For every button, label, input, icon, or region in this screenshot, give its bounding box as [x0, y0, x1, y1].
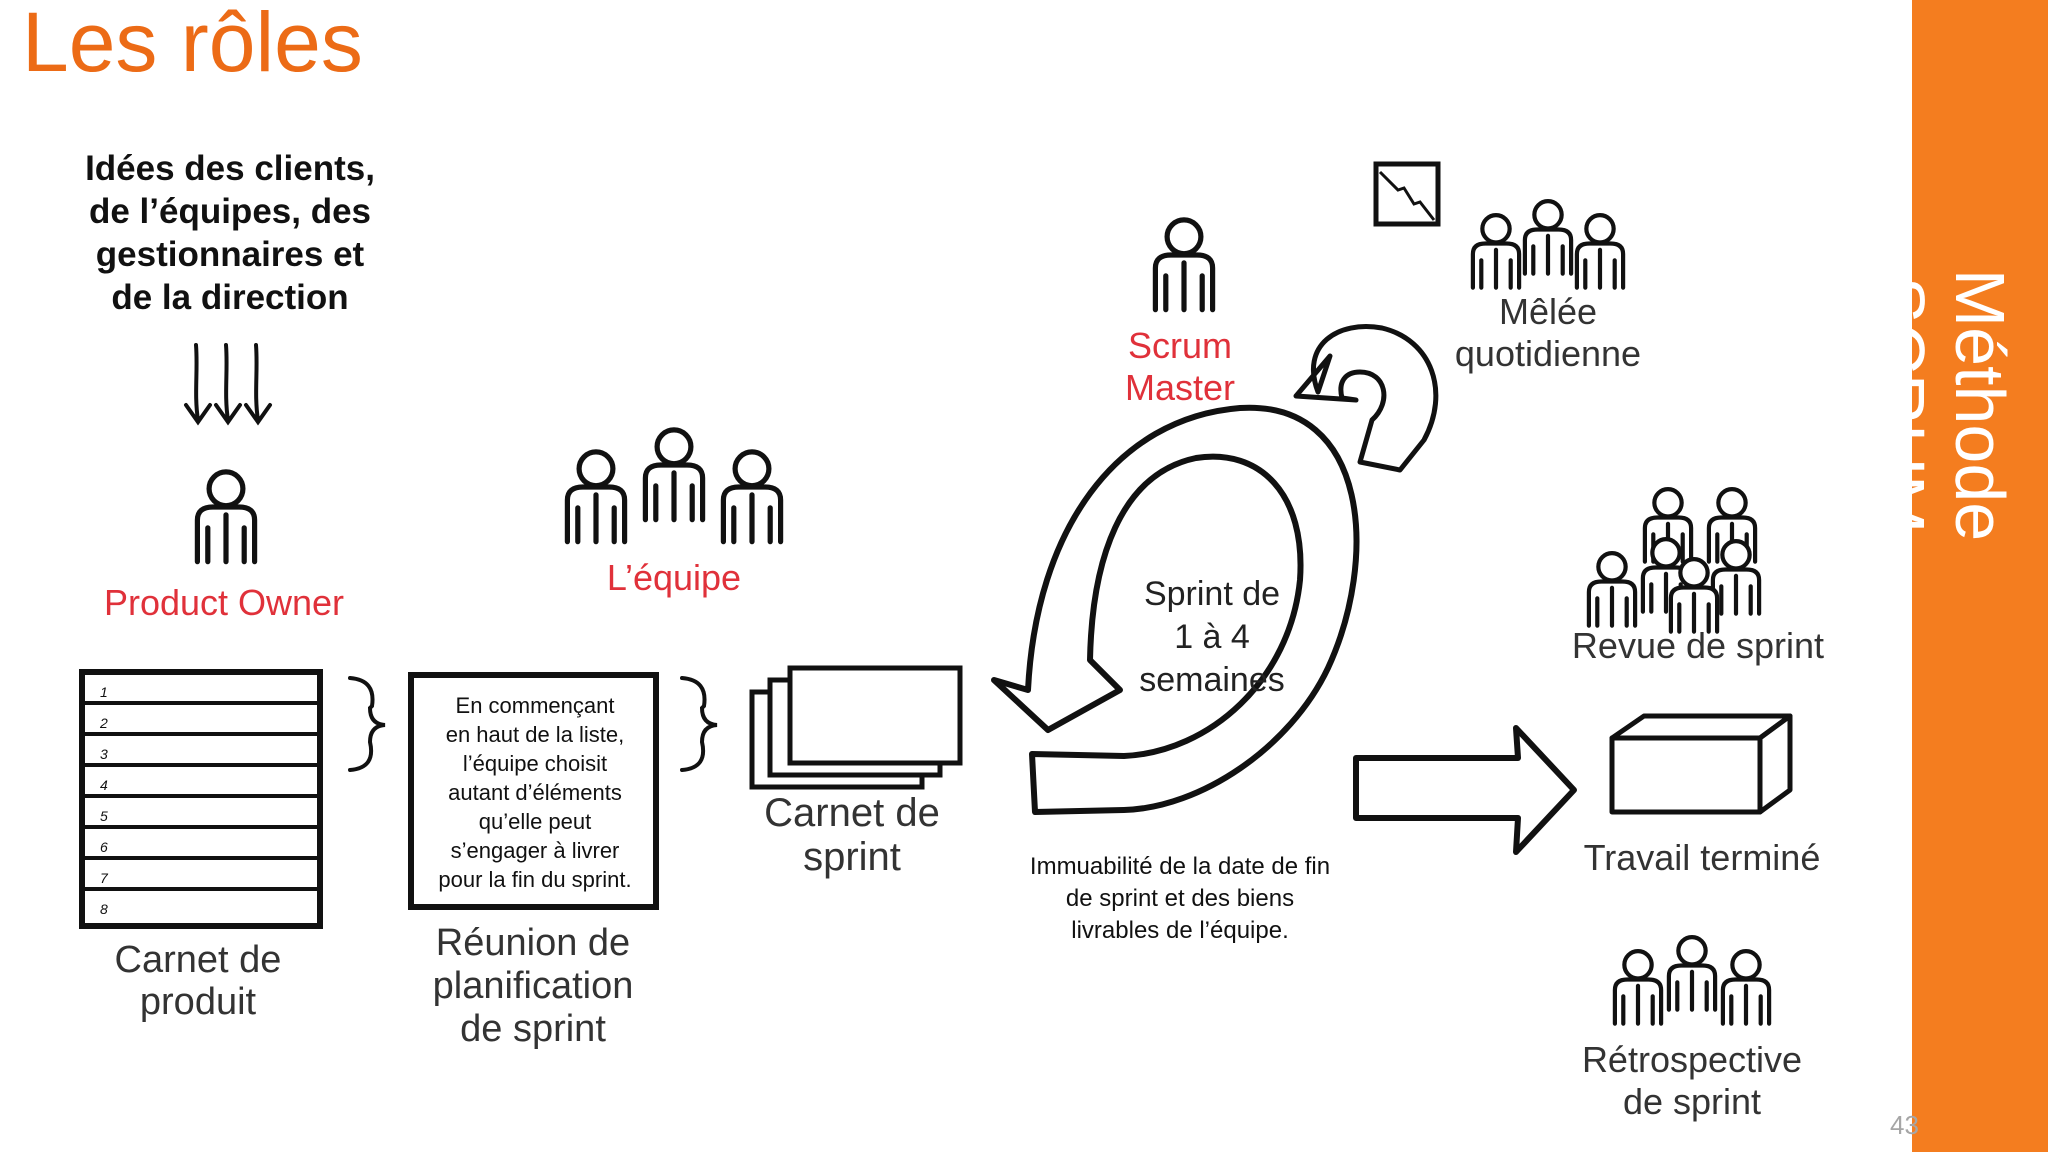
planning-note: En commençant en haut de la liste, l’équ…	[438, 693, 631, 892]
sprint-cycle-label: Sprint de 1 à 4 semaines	[1139, 575, 1285, 699]
planning-label: Réunion de planification de sprint	[433, 922, 634, 1050]
product-backlog-list: 1 2 3 4 5 6 7 8	[79, 669, 323, 929]
svg-text:Mêlée: Mêlée	[1499, 291, 1597, 332]
cycle-arrow-icon	[991, 404, 1360, 815]
row-number: 4	[100, 777, 108, 793]
sprint-review-team-icon	[1589, 489, 1759, 631]
planning-note-box	[408, 672, 659, 910]
ideas-line: Idées des clients,	[85, 149, 375, 188]
retro-team-icon	[1615, 937, 1769, 1023]
row-number: 6	[100, 839, 108, 855]
down-arrows-icon	[184, 343, 272, 426]
side-bar	[1912, 0, 2048, 1152]
svg-text:Immuabilité de la date de fin: Immuabilité de la date de fin	[1030, 853, 1330, 880]
ideas-line: de l’équipes, des	[89, 192, 371, 231]
svg-text:livrables de l’équipe.: livrables de l’équipe.	[1071, 917, 1288, 944]
retro-label: Rétrospective de sprint	[1582, 1039, 1802, 1122]
row-number: 2	[99, 715, 108, 731]
svg-text:quotidienne: quotidienne	[1455, 333, 1641, 374]
output-arrow-icon	[1353, 725, 1577, 855]
page-number: 43	[1890, 1110, 1919, 1140]
team-icon	[567, 430, 780, 542]
svg-text:produit: produit	[140, 981, 257, 1023]
product-backlog-label: Carnet de produit	[115, 939, 282, 1023]
row-number: 7	[100, 870, 109, 886]
svg-text:Scrum: Scrum	[1128, 325, 1232, 366]
svg-text:de sprint: de sprint	[460, 1008, 606, 1050]
svg-text:Carnet de: Carnet de	[764, 791, 940, 835]
svg-text:s’engager à livrer: s’engager à livrer	[451, 838, 620, 863]
svg-text:Master: Master	[1125, 367, 1235, 408]
ideas-line: de la direction	[111, 278, 348, 317]
scrum-master-icon	[1155, 220, 1212, 310]
row-number: 8	[100, 901, 108, 917]
ideas-text: Idées des clients, de l’équipes, des ges…	[85, 149, 375, 317]
svg-text:l’équipe choisit: l’équipe choisit	[463, 751, 607, 776]
done-box-icon	[1609, 713, 1793, 815]
daily-loop-icon	[1293, 324, 1439, 473]
sprint-review-label: Revue de sprint	[1572, 625, 1824, 666]
svg-text:Rétrospective: Rétrospective	[1582, 1039, 1802, 1080]
svg-text:Réunion de: Réunion de	[436, 922, 630, 964]
svg-text:pour la fin du sprint.: pour la fin du sprint.	[438, 867, 631, 892]
svg-text:Carnet de: Carnet de	[115, 939, 282, 981]
daily-scrum-label: Mêlée quotidienne	[1455, 291, 1641, 374]
burndown-chart-icon	[1373, 161, 1441, 227]
product-owner-icon	[197, 472, 254, 562]
svg-text:autant d’éléments: autant d’éléments	[448, 780, 622, 805]
immutability-text: Immuabilité de la date de fin de sprint …	[1030, 853, 1330, 944]
scrum-diagram: Idées des clients, de l’équipes, des ges…	[79, 149, 1824, 1122]
brace-icon	[348, 676, 718, 772]
product-owner-label: Product Owner	[104, 582, 344, 623]
row-number: 3	[100, 746, 108, 762]
svg-text:de sprint: de sprint	[1623, 1081, 1761, 1122]
row-number: 5	[100, 808, 108, 824]
done-label: Travail terminé	[1584, 837, 1821, 878]
daily-scrum-team-icon	[1473, 201, 1623, 287]
ideas-line: gestionnaires et	[96, 235, 365, 274]
row-number: 1	[100, 684, 108, 700]
svg-text:qu’elle peut: qu’elle peut	[479, 809, 592, 834]
sprint-backlog-label: Carnet de sprint	[764, 791, 940, 879]
svg-text:sprint: sprint	[803, 835, 901, 879]
svg-text:En commençant: En commençant	[456, 693, 615, 718]
sprint-backlog-stack	[749, 665, 963, 790]
svg-text:planification: planification	[433, 965, 634, 1007]
svg-text:1 à 4: 1 à 4	[1174, 618, 1250, 656]
side-label: Méthode SCRUM	[1861, 268, 2019, 542]
team-label: L’équipe	[607, 557, 741, 598]
svg-text:en haut de la liste,: en haut de la liste,	[446, 722, 625, 747]
scrum-master-label: Scrum Master	[1125, 325, 1235, 408]
svg-text:de sprint et des biens: de sprint et des biens	[1066, 885, 1294, 912]
svg-text:semaines: semaines	[1139, 661, 1285, 699]
svg-text:Sprint de: Sprint de	[1144, 575, 1280, 613]
slide-title: Les rôles	[22, 0, 363, 89]
